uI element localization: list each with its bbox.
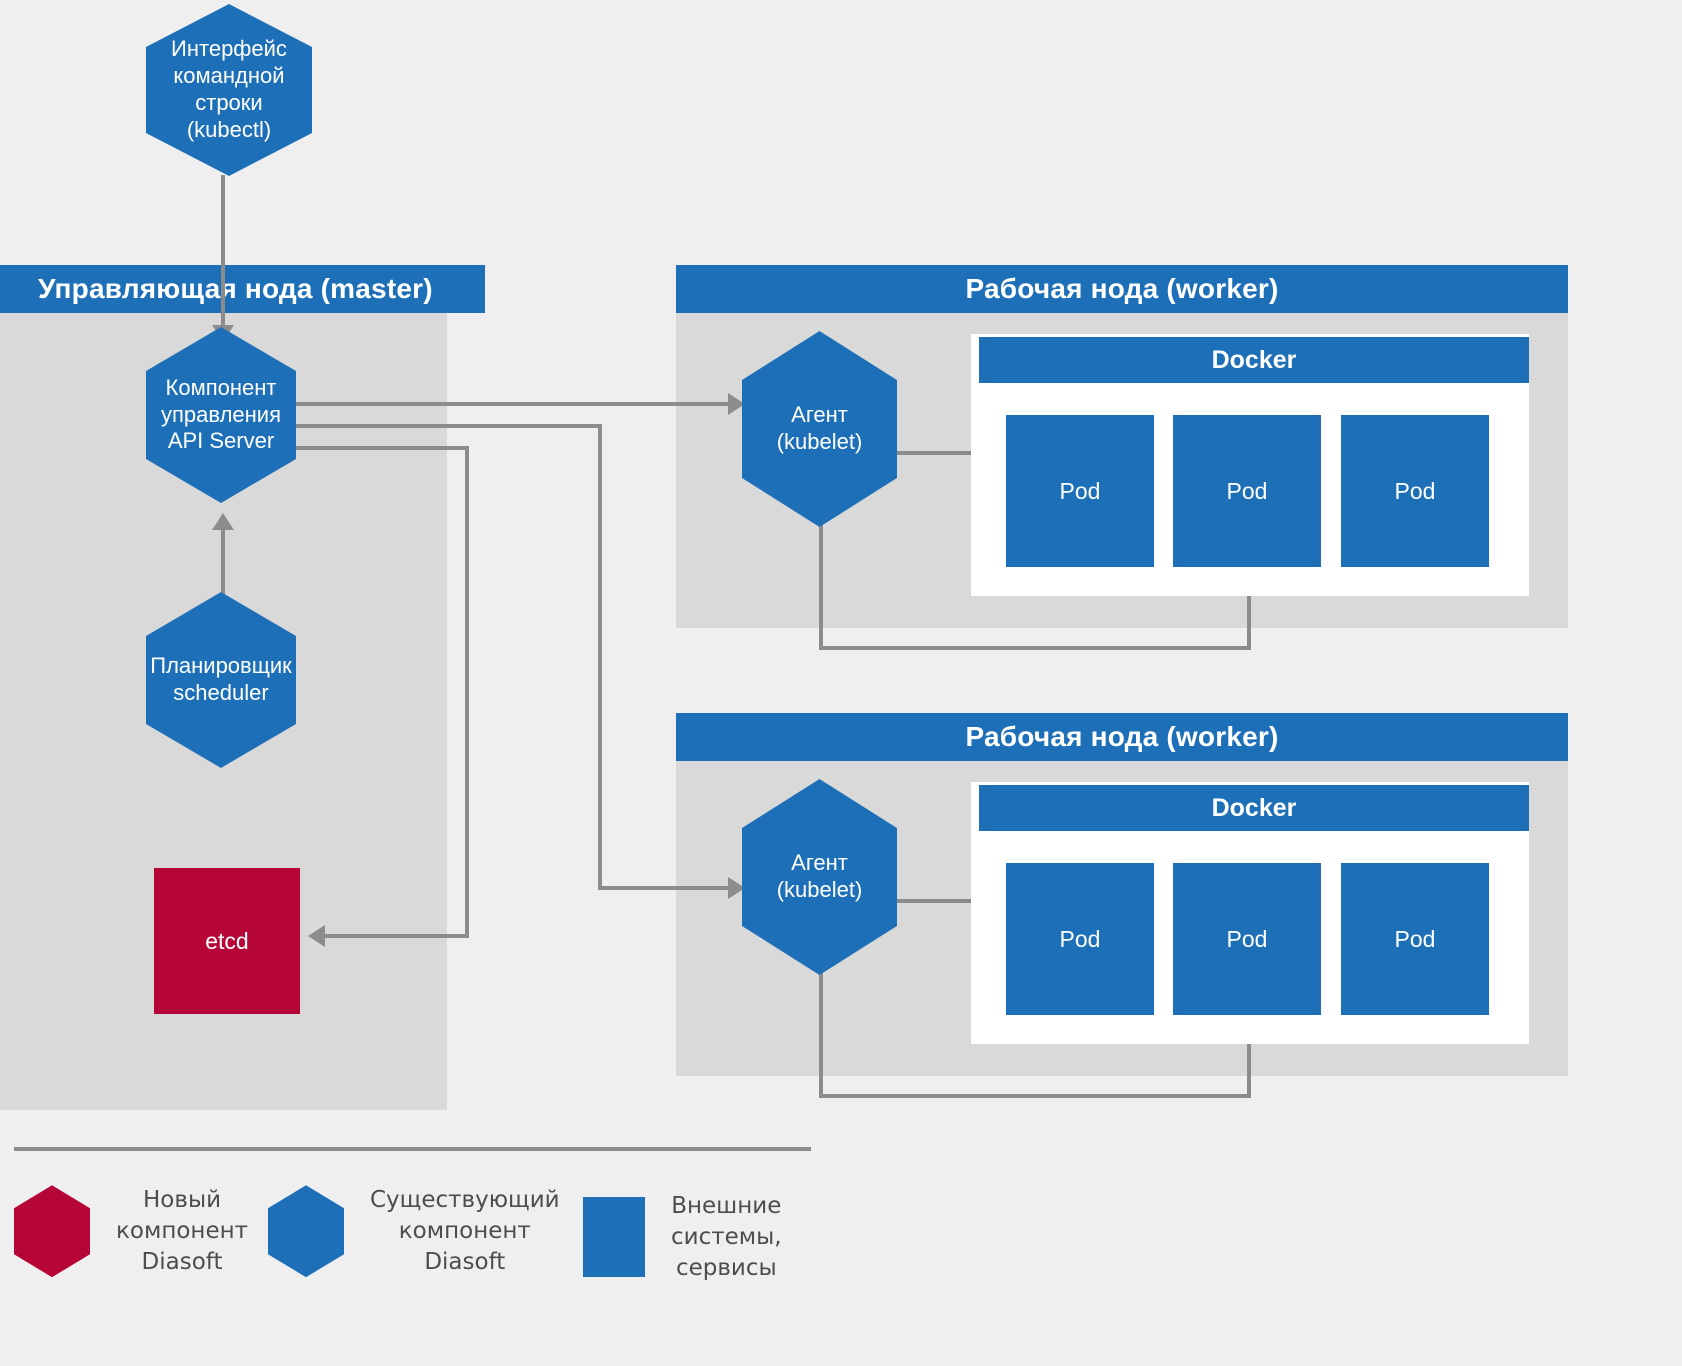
connector-kubelet1-feedback-up	[1247, 584, 1251, 648]
connector-scheduler-to-apiserver	[221, 530, 225, 594]
docker-title-2: Docker	[1211, 793, 1297, 822]
pod-label: Pod	[1394, 925, 1436, 952]
connector-kubelet2-to-pod	[895, 899, 990, 903]
kubelet-label-2: Агент (kubelet)	[776, 850, 863, 902]
pod-label: Pod	[1059, 925, 1101, 952]
legend-label-new-component: Новый компонент Diasoft	[116, 1187, 249, 1275]
kubectl-cli-label: Интерфейс командной строки (kubectl)	[171, 36, 287, 142]
legend-swatch-hexagon-blue	[268, 1185, 344, 1278]
pod-label: Pod	[1394, 477, 1436, 504]
worker-node-2-header: Рабочая нода (worker)	[676, 713, 1568, 761]
pod-2-1[interactable]: Pod	[1006, 863, 1154, 1015]
api-server-node[interactable]: Компонент управления API Server	[146, 327, 296, 503]
arrowhead-scheduler-to-apiserver	[212, 513, 234, 530]
arrowhead-apiserver-to-etcd	[308, 925, 325, 947]
legend-swatch-rectangle-blue	[583, 1197, 645, 1278]
arrowhead-apiserver-to-kubelet1	[728, 393, 745, 415]
connector-kubelet2-feedback-across	[819, 1094, 1251, 1098]
connector-kubelet1-feedback-across	[819, 646, 1251, 650]
pod-2-2[interactable]: Pod	[1173, 863, 1321, 1015]
legend-item-external-systems: Внешние системы, сервисы	[583, 1191, 782, 1283]
legend-label-external-systems: Внешние системы, сервисы	[671, 1193, 782, 1281]
api-server-label: Компонент управления API Server	[161, 374, 281, 454]
kubelet-label-1: Агент (kubelet)	[776, 402, 863, 454]
legend-item-new-component: Новый компонент Diasoft	[14, 1185, 249, 1278]
connector-apiserver-to-kubelet1	[294, 402, 731, 406]
master-node-title: Управляющая нода (master)	[38, 273, 433, 304]
kubelet-node-2[interactable]: Агент (kubelet)	[742, 779, 897, 975]
scheduler-label: Планировщик scheduler	[150, 653, 292, 705]
legend-item-existing-component: Существующий компонент Diasoft	[268, 1185, 560, 1278]
pod-2-3[interactable]: Pod	[1341, 863, 1489, 1015]
connector-apiserver-to-kubelet2-bottom	[598, 886, 731, 890]
connector-apiserver-to-etcd-top	[294, 446, 469, 450]
connector-apiserver-to-kubelet2-top	[294, 424, 600, 428]
worker-node-1-header: Рабочая нода (worker)	[676, 265, 1568, 313]
pod-1-3[interactable]: Pod	[1341, 415, 1489, 567]
etcd-label: etcd	[205, 927, 249, 954]
master-node-header: Управляющая нода (master)	[0, 265, 485, 313]
connector-kubelet1-to-pod	[895, 451, 990, 455]
docker-header-2: Docker	[979, 785, 1529, 831]
worker-node-1-title: Рабочая нода (worker)	[965, 273, 1279, 304]
docker-header-1: Docker	[979, 337, 1529, 383]
legend-divider	[14, 1147, 811, 1151]
connector-kubelet2-feedback-down	[819, 973, 823, 1098]
connector-kubelet1-feedback-down	[819, 525, 823, 650]
worker-node-2-title: Рабочая нода (worker)	[965, 721, 1279, 752]
pod-label: Pod	[1059, 477, 1101, 504]
connector-apiserver-to-etcd-vertical	[465, 446, 469, 938]
connector-apiserver-to-kubelet2-vertical	[598, 424, 602, 850]
connector-apiserver-to-etcd-bottom	[325, 934, 469, 938]
legend-swatch-hexagon-red	[14, 1185, 90, 1278]
etcd-store[interactable]: etcd	[154, 868, 300, 1014]
pod-label: Pod	[1226, 925, 1268, 952]
docker-title-1: Docker	[1211, 345, 1297, 374]
connector-apiserver-to-kubelet2-joint	[598, 846, 602, 890]
pod-1-2[interactable]: Pod	[1173, 415, 1321, 567]
connector-kubelet2-feedback-up	[1247, 1032, 1251, 1096]
pod-1-1[interactable]: Pod	[1006, 415, 1154, 567]
arrowhead-apiserver-to-kubelet2	[728, 877, 745, 899]
kubectl-cli-node[interactable]: Интерфейс командной строки (kubectl)	[146, 4, 312, 176]
pod-label: Pod	[1226, 477, 1268, 504]
legend-label-existing-component: Существующий компонент Diasoft	[370, 1187, 560, 1275]
connector-cli-to-apiserver	[221, 175, 225, 327]
